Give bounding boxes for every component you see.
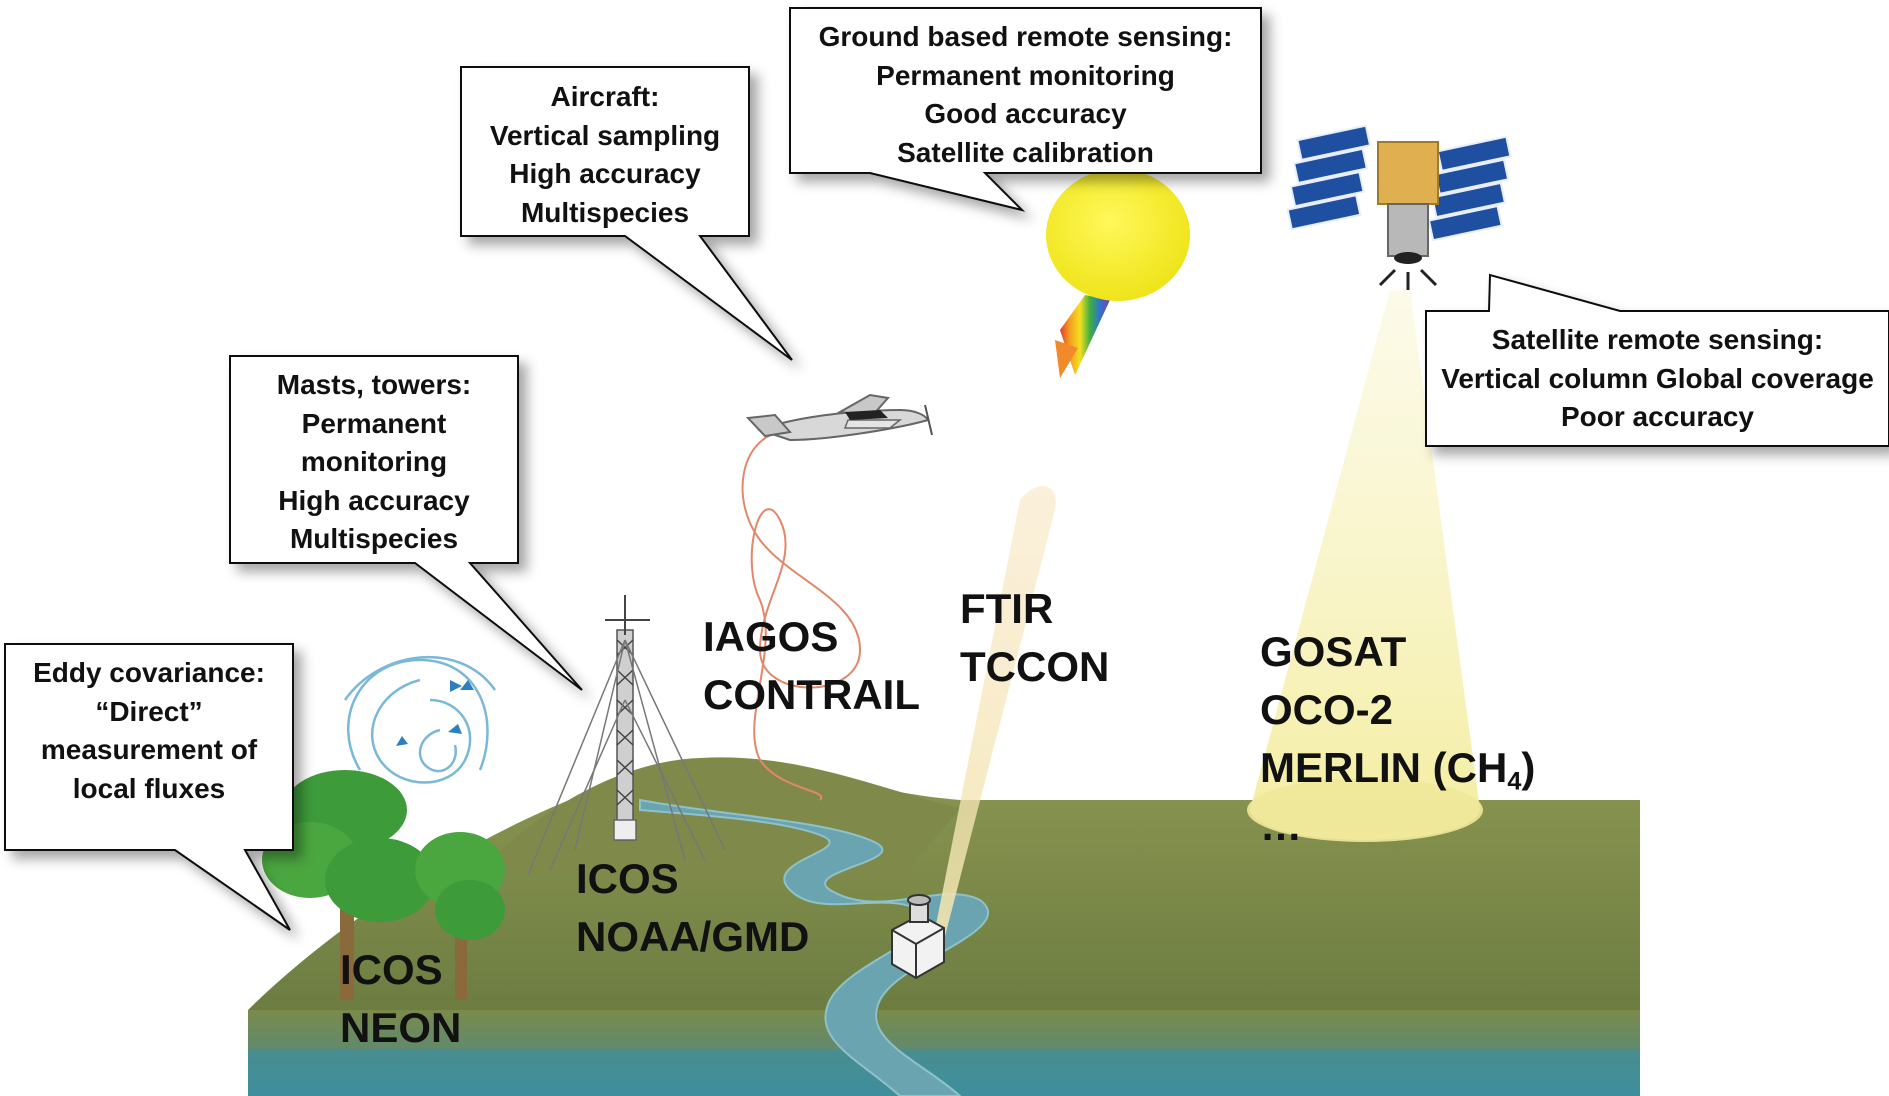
- callout-eddy-box: [4, 643, 294, 931]
- beam-footprint: [1247, 778, 1483, 842]
- water-band: [248, 1050, 1640, 1096]
- callout-satellite-line: Poor accuracy: [1561, 401, 1754, 432]
- callout-aircraft-line: High accuracy: [509, 158, 701, 189]
- merlin-prefix: MERLIN (CH: [1260, 744, 1508, 791]
- callout-masts-box: [229, 355, 583, 691]
- eddy-swirl-icon: [343, 655, 497, 784]
- callout-satellite-box: [1425, 273, 1889, 447]
- callout-masts-line: High accuracy: [278, 484, 470, 516]
- callout-ground-line: Permanent monitoring: [876, 59, 1175, 91]
- label-iagos: IAGOS CONTRAIL: [703, 608, 920, 724]
- callout-eddy: Eddy covariance: “Direct” measurement of…: [5, 654, 293, 808]
- callout-shapes: [4, 7, 1889, 931]
- label-ftir: FTIR TCCON: [960, 580, 1109, 696]
- spectrometer-icon: [891, 894, 945, 980]
- callout-masts-title: Masts, towers:: [276, 369, 472, 400]
- callout-masts-line: Permanent: [301, 407, 447, 439]
- callout-ground-line: Satellite calibration: [897, 136, 1154, 168]
- airplane-icon: [745, 393, 933, 442]
- callout-eddy-line: measurement of: [40, 734, 258, 765]
- tower-icon: [527, 595, 726, 876]
- satellite-icon: [1286, 124, 1512, 290]
- callout-eddy-line: “Direct”: [95, 695, 203, 727]
- callout-ground-box: [789, 7, 1262, 212]
- callout-aircraft-title: Aircraft:: [550, 81, 660, 112]
- flight-path: [741, 431, 862, 801]
- callout-aircraft-line: Multispecies: [520, 196, 690, 228]
- label-line: NEON: [340, 1004, 462, 1051]
- merlin-suffix: ): [1521, 744, 1536, 791]
- callout-aircraft: Aircraft: Vertical sampling High accurac…: [461, 78, 749, 232]
- label-line: GOSAT: [1260, 628, 1407, 675]
- callout-satellite-line: Vertical column Global coverage: [1441, 362, 1874, 394]
- label-merlin: MERLIN (CH4): [1260, 739, 1535, 797]
- label-line: NOAA/GMD: [576, 913, 810, 960]
- sun-icon: [1046, 169, 1190, 378]
- tree-icon: [262, 770, 505, 1000]
- label-line: IAGOS: [703, 613, 839, 660]
- callout-ground-line: Good accuracy: [924, 98, 1127, 129]
- callout-satellite: Satellite remote sensing: Vertical colum…: [1426, 321, 1889, 437]
- callout-ground-title: Ground based remote sensing:: [818, 21, 1233, 52]
- callout-ground: Ground based remote sensing: Permanent m…: [790, 18, 1261, 172]
- label-line: OCO-2: [1260, 686, 1394, 733]
- callout-satellite-title: Satellite remote sensing:: [1491, 324, 1824, 355]
- satellite-beam: [1250, 290, 1480, 840]
- callout-aircraft-line: Vertical sampling: [489, 119, 721, 151]
- label-line: TCCON: [960, 643, 1110, 690]
- label-line: ICOS: [576, 855, 679, 902]
- label-icos-neon: ICOS NEON: [340, 941, 461, 1057]
- callout-masts: Masts, towers: Permanent monitoring High…: [230, 366, 518, 559]
- label-line: FTIR: [960, 585, 1054, 632]
- label-gosat: GOSAT OCO-2 MERLIN (CH4) …: [1260, 623, 1535, 855]
- callout-masts-line: Multispecies: [289, 523, 459, 554]
- callout-eddy-line: local fluxes: [72, 772, 226, 804]
- label-line: ICOS: [340, 946, 443, 993]
- merlin-subscript: 4: [1507, 767, 1522, 796]
- callout-masts-line: monitoring: [300, 446, 448, 477]
- label-line: CONTRAIL: [703, 671, 920, 718]
- callout-aircraft-box: [460, 66, 793, 361]
- ftir-beam: [932, 486, 1056, 948]
- label-line: …: [1260, 802, 1302, 849]
- callout-eddy-title: Eddy covariance:: [33, 657, 265, 688]
- label-icos-noaa: ICOS NOAA/GMD: [576, 850, 809, 966]
